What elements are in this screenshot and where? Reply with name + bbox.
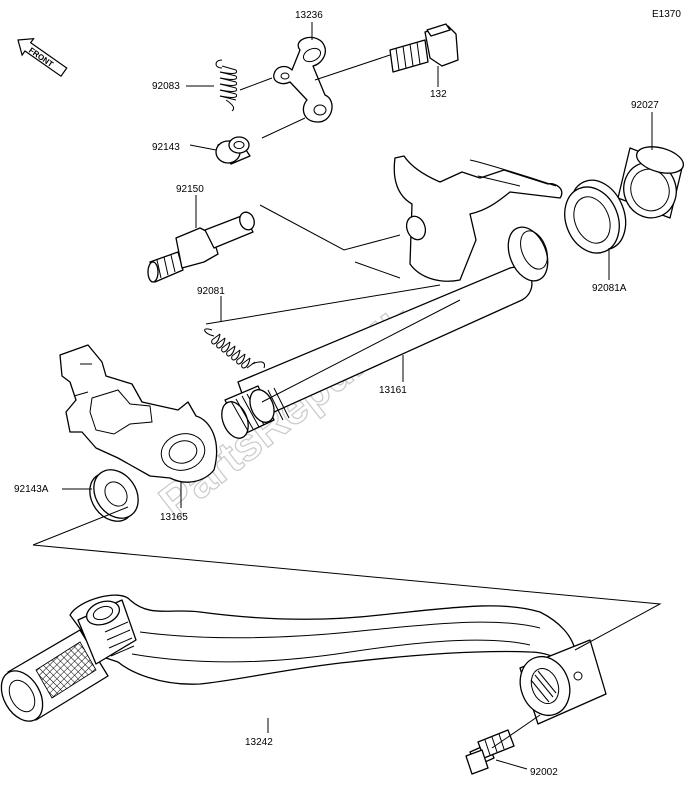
label-13165: 13165	[160, 512, 188, 523]
diagram-code: E1370	[652, 9, 681, 20]
leader-lines	[62, 22, 653, 770]
part-92027-collar	[617, 146, 685, 219]
label-92143A: 92143A	[14, 484, 49, 495]
part-92143-spacer	[215, 136, 251, 165]
part-92081-spring	[204, 328, 265, 369]
part-92143A-washer	[89, 469, 139, 522]
reference-lines	[32, 54, 662, 749]
label-13236: 13236	[295, 10, 323, 21]
label-92083: 92083	[152, 81, 180, 92]
label-92081: 92081	[197, 286, 225, 297]
part-92150-stud	[147, 211, 255, 283]
label-92143: 92143	[152, 142, 180, 153]
part-13165-shift-plate	[59, 344, 218, 483]
part-92002-bolt	[465, 729, 515, 775]
label-13161: 13161	[379, 385, 407, 396]
label-13242: 13242	[245, 737, 273, 748]
part-13161-shift-shaft	[221, 155, 563, 439]
part-labels: 13236 92083 132 92143 92027 92150 92081A…	[14, 10, 659, 778]
label-92150: 92150	[176, 184, 204, 195]
front-arrow-icon: FRONT	[17, 37, 68, 78]
label-92081A: 92081A	[592, 283, 627, 294]
part-92081A-washer	[564, 179, 627, 254]
part-132-bolt	[389, 23, 459, 73]
label-92002: 92002	[530, 767, 558, 778]
label-132: 132	[430, 89, 447, 100]
part-92083-spring	[215, 59, 238, 112]
part-13236-link-plate	[273, 36, 333, 123]
part-13242-shift-pedal	[0, 594, 607, 725]
label-92027: 92027	[631, 100, 659, 111]
